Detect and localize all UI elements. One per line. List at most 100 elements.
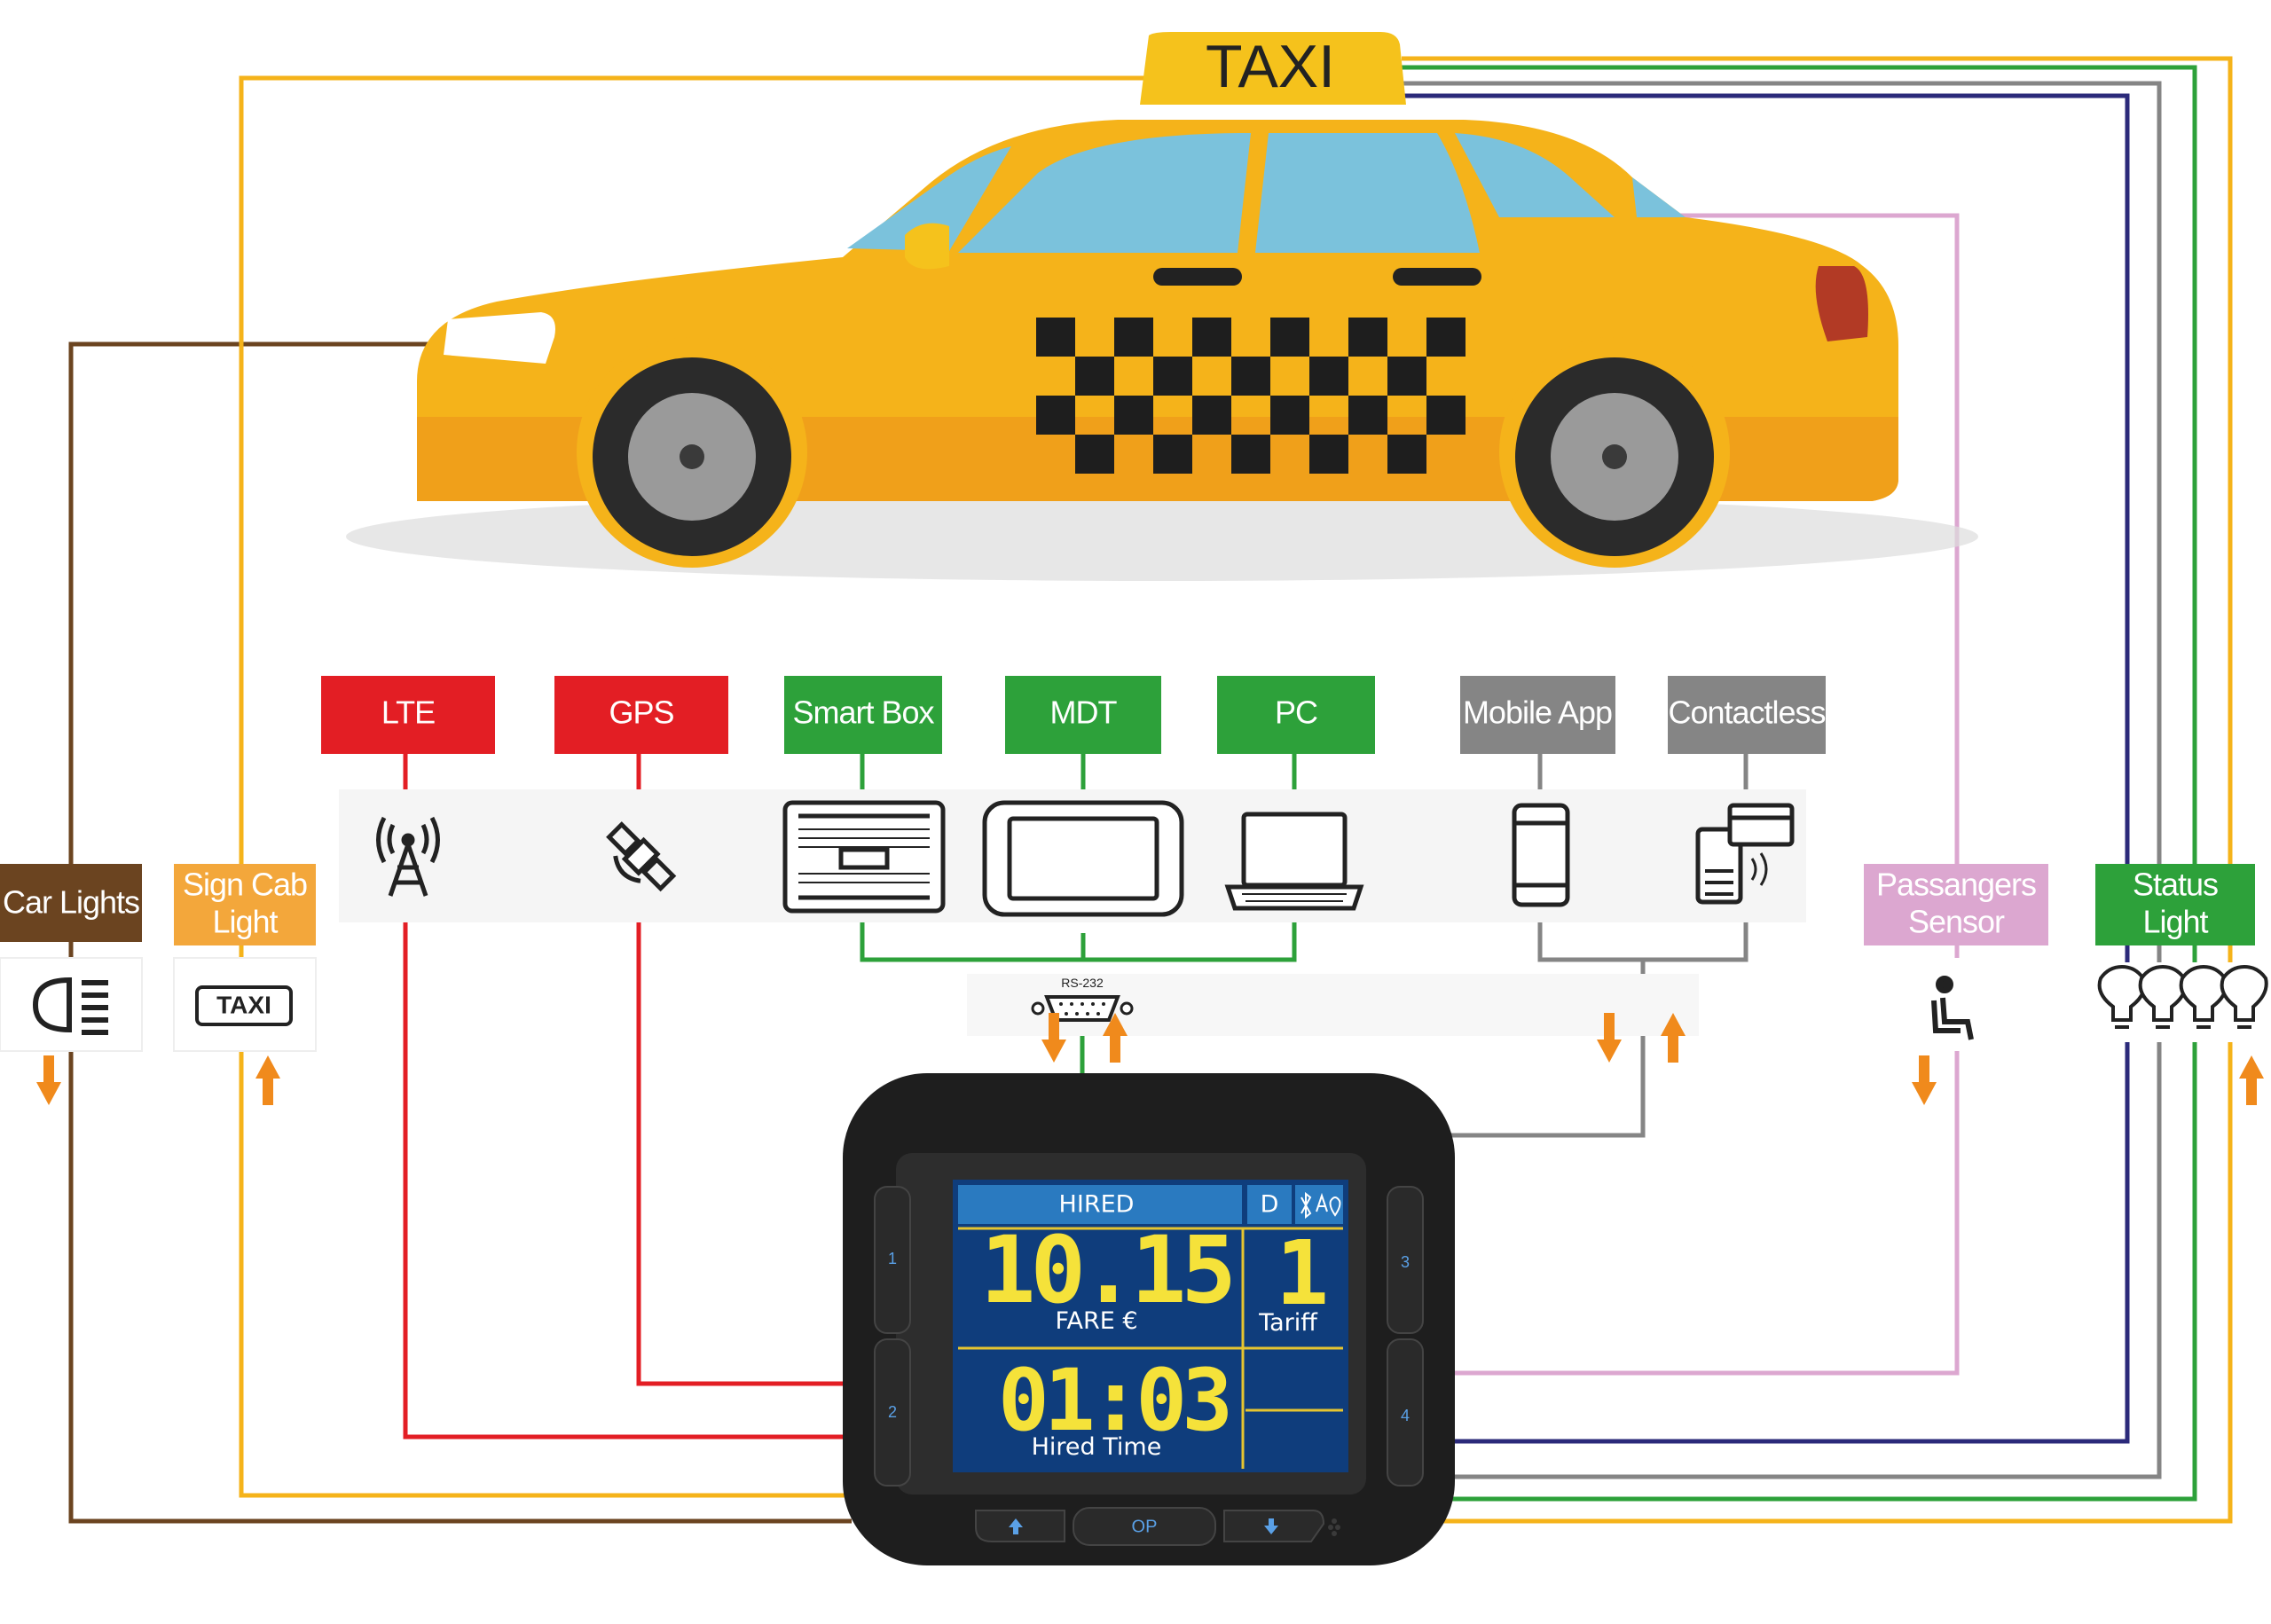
mobile-phone-icon bbox=[1512, 803, 1570, 907]
label-sign-cab-light-text-1: Sign Cab bbox=[183, 867, 307, 903]
label-smart-box: Smart Box bbox=[784, 676, 942, 754]
rear-wheel bbox=[1499, 337, 1730, 568]
side-mirror bbox=[905, 223, 949, 270]
label-smart-box-text: Smart Box bbox=[792, 694, 934, 731]
arrow-down-passenger bbox=[1912, 1055, 1937, 1105]
car-lights-icon-box bbox=[0, 957, 143, 1052]
label-lte: LTE bbox=[321, 676, 495, 754]
door-handle-rear bbox=[1393, 268, 1481, 286]
lcd-header-mode bbox=[1247, 1185, 1292, 1224]
wire-yellow-right bbox=[1402, 56, 2233, 1524]
taximeter: 1 2 3 4 HIRED D bbox=[843, 1073, 1455, 1565]
wiring bbox=[68, 56, 2233, 1524]
label-status-light: Status Light bbox=[2095, 864, 2255, 945]
lcd-mode-text: D bbox=[1261, 1191, 1279, 1219]
side-button-4[interactable]: 4 bbox=[1387, 1338, 1424, 1487]
speaker-grille-icon bbox=[1328, 1518, 1340, 1536]
car-rear-window bbox=[1632, 177, 1686, 217]
svg-text:4: 4 bbox=[1401, 1407, 1410, 1424]
taxi-sign-icon-text: TAXI bbox=[216, 991, 271, 1018]
label-pc: PC bbox=[1217, 676, 1375, 754]
svg-text:3: 3 bbox=[1401, 1253, 1410, 1271]
rs232-label: RS-232 bbox=[1061, 976, 1104, 990]
arrow-down-car-lights bbox=[36, 1055, 61, 1105]
label-contactless: Contactless bbox=[1668, 676, 1827, 754]
op-button-label: OP bbox=[1132, 1517, 1158, 1536]
label-status-light-text-1: Status bbox=[2133, 867, 2218, 903]
side-button-2[interactable]: 2 bbox=[874, 1338, 911, 1487]
lcd-grid bbox=[958, 1227, 1343, 1469]
taxi-car: TAXI bbox=[346, 32, 1978, 581]
headlight-icon bbox=[32, 977, 108, 1035]
wire-sign-cab-light bbox=[239, 75, 1162, 1498]
door-handle-front bbox=[1153, 268, 1242, 286]
label-mdt-text: MDT bbox=[1050, 694, 1118, 731]
label-contactless-text: Contactless bbox=[1668, 694, 1825, 731]
label-mdt: MDT bbox=[1005, 676, 1161, 754]
contactless-terminal-icon bbox=[1695, 803, 1795, 905]
wire-gps bbox=[636, 754, 852, 1386]
car-window-front bbox=[958, 133, 1251, 253]
down-arrow-icon bbox=[1264, 1518, 1278, 1534]
passenger-icon-box bbox=[1898, 958, 2014, 1051]
car-window-mid bbox=[1255, 133, 1480, 253]
down-button[interactable] bbox=[1223, 1510, 1325, 1542]
svg-text:2: 2 bbox=[888, 1403, 897, 1421]
cell-tower-icon bbox=[376, 816, 440, 897]
arrow-up-rs232 bbox=[1103, 1013, 1128, 1063]
up-arrow-icon bbox=[1009, 1518, 1023, 1534]
wire-rs232-green bbox=[860, 912, 1297, 962]
label-status-light-text-2: Light bbox=[2142, 904, 2208, 940]
label-car-lights: Car Lights bbox=[0, 864, 142, 942]
label-passengers-sensor-text-2: Sensor bbox=[1908, 904, 2005, 940]
wire-gray-right bbox=[1402, 81, 2162, 1479]
signal-arrows bbox=[36, 1013, 2264, 1105]
label-mobile-app: Mobile App bbox=[1460, 676, 1615, 754]
lcd-time-label: Hired Time bbox=[1032, 1433, 1162, 1461]
label-sign-cab-light-text-2: Light bbox=[212, 904, 278, 940]
label-passengers-sensor: Passangers Sensor bbox=[1864, 864, 2048, 945]
label-gps-text: GPS bbox=[609, 694, 673, 731]
taxi-sign-icon: TAXI bbox=[195, 985, 293, 1026]
up-button[interactable] bbox=[975, 1510, 1065, 1542]
car-window-rear bbox=[1455, 133, 1615, 217]
lcd-tariff-value: 1 bbox=[1276, 1221, 1329, 1325]
lcd-tariff-label: Tariff bbox=[1258, 1309, 1318, 1337]
mdt-icon bbox=[982, 800, 1184, 917]
label-pc-text: PC bbox=[1275, 694, 1317, 731]
side-button-3[interactable]: 3 bbox=[1387, 1186, 1424, 1334]
smart-box-icon bbox=[782, 800, 946, 914]
arrow-down-mobile bbox=[1597, 1013, 1622, 1063]
headlight bbox=[444, 312, 555, 364]
arrow-down-rs232 bbox=[1041, 1013, 1066, 1063]
side-button-1[interactable]: 1 bbox=[874, 1186, 911, 1334]
label-gps: GPS bbox=[554, 676, 728, 754]
label-passengers-sensor-text-1: Passangers bbox=[1876, 867, 2036, 903]
car-windshield bbox=[847, 146, 1011, 251]
taxi-roof-sign-text: TAXI bbox=[1206, 33, 1335, 100]
op-button[interactable]: OP bbox=[1073, 1507, 1216, 1546]
label-sign-cab-light: Sign Cab Light bbox=[174, 864, 316, 945]
wire-lte bbox=[403, 754, 852, 1440]
satellite-icon bbox=[606, 821, 677, 892]
checker-pattern bbox=[1036, 318, 1466, 474]
lcd-time-value: 01:03 bbox=[998, 1351, 1228, 1450]
label-lte-text: LTE bbox=[381, 694, 435, 731]
label-mobile-app-text: Mobile App bbox=[1463, 694, 1612, 731]
seated-person-icon bbox=[1931, 976, 1974, 1040]
wire-green-right-1 bbox=[1402, 65, 2197, 1502]
light-bulbs-icon bbox=[2097, 964, 2268, 1029]
taxi-roof-sign bbox=[1140, 32, 1406, 105]
lcd-fare-value: 10.15 bbox=[980, 1216, 1231, 1324]
lcd-header-status bbox=[958, 1185, 1242, 1224]
arrow-up-status bbox=[2239, 1055, 2264, 1105]
arrow-up-mobile bbox=[1661, 1013, 1686, 1063]
label-car-lights-text: Car Lights bbox=[3, 884, 139, 921]
svg-text:1: 1 bbox=[888, 1250, 897, 1267]
rs232-connector-icon: RS-232 bbox=[1031, 976, 1134, 1022]
bluetooth-gps-status-icon bbox=[1301, 1191, 1341, 1220]
laptop-icon bbox=[1224, 812, 1364, 911]
wire-navy-right bbox=[1402, 93, 2130, 1444]
lcd-status-text: HIRED bbox=[1059, 1191, 1135, 1219]
